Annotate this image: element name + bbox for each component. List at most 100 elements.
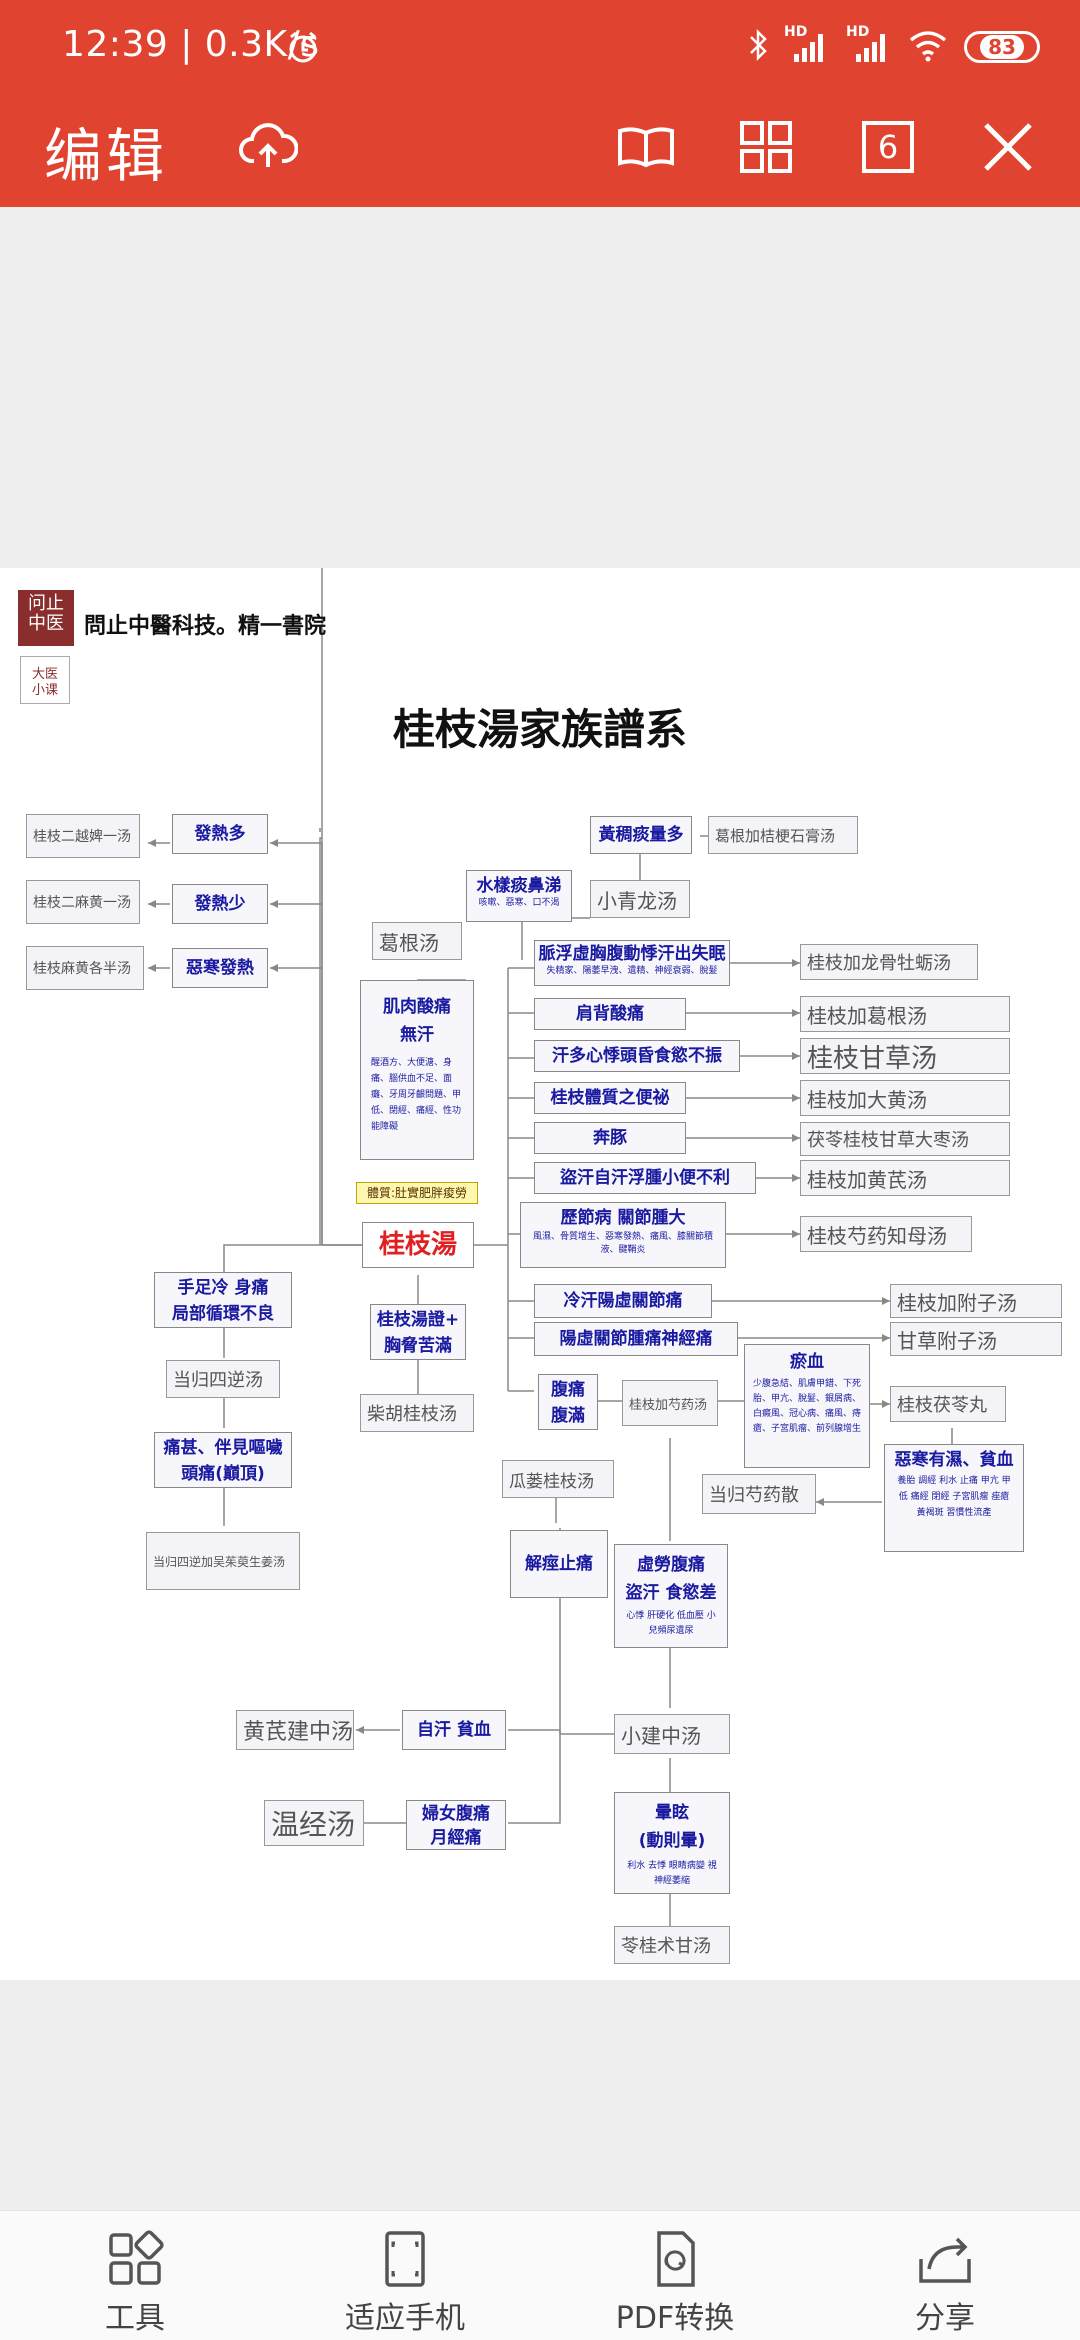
node-title: 冷汗陽虛關節痛	[563, 1291, 683, 1311]
document-page[interactable]: 问止中医 大医小课 問止中醫科技。精一書院 桂枝湯家族譜系 桂枝二越婢一汤 桂枝…	[0, 568, 1080, 1980]
formula-box: 温经汤	[264, 1800, 364, 1846]
page-counter-button[interactable]: 6	[856, 115, 920, 179]
wenzhi-logo: 问止中医	[18, 590, 74, 646]
node-title: 婦女腹痛 月經痛	[422, 1804, 490, 1848]
book-icon[interactable]	[614, 115, 678, 179]
formula-box: 桂枝二麻黄一汤	[26, 880, 140, 924]
node-detail: 失精家、陽萎早洩、遺精、神經衰弱、脫髮	[546, 966, 718, 976]
fit-phone-label: 适应手机	[345, 2301, 465, 2336]
formula-box: 甘草附子汤	[890, 1322, 1062, 1356]
formula-box: 桂枝甘草汤	[800, 1038, 1010, 1074]
pdf-convert-label: PDF转换	[615, 2301, 735, 2336]
bottom-action-bar: 工具 适应手机 PDF转换 分享	[0, 2210, 1080, 2340]
close-icon[interactable]	[976, 115, 1040, 179]
symptom-node: 發熱少	[172, 884, 268, 924]
node-title: 暈眩 (動則暈)	[638, 1803, 706, 1851]
formula-box: 黄芪建中汤	[236, 1710, 354, 1750]
formula-box: 小青龙汤	[590, 880, 690, 918]
fit-phone-button[interactable]: 适应手机	[270, 2211, 540, 2340]
node-title: 桂枝體質之便祕	[550, 1088, 670, 1108]
node-title: 痛甚、伴見嘔噦 頭痛(巔頂)	[163, 1438, 283, 1484]
symptom-node: 冷汗陽虛關節痛	[534, 1284, 712, 1318]
symptom-node: 自汗 貧血	[402, 1710, 506, 1750]
center-formula-guizhitang: 桂枝湯	[362, 1222, 474, 1268]
node-title: 發熱少	[194, 894, 246, 914]
battery-icon: 83	[964, 31, 1040, 63]
node-title: 肌肉酸痛 無汗	[383, 997, 451, 1045]
node-title: 肩背酸痛	[576, 1004, 644, 1024]
formula-box: 当归四逆加吴茱萸生姜汤	[146, 1532, 300, 1590]
pdf-convert-icon	[657, 2231, 695, 2287]
fit-screen-icon	[385, 2231, 425, 2287]
node-title: 惡寒有濕、貧血	[894, 1450, 1014, 1470]
symptom-node: 汗多心悸頭昏食慾不振	[534, 1040, 740, 1072]
alarm-icon	[286, 30, 320, 64]
formula-box: 葛根汤	[372, 922, 462, 960]
node-title: 脈浮虛胸腹動悸汗出失眠	[538, 944, 726, 964]
hd-label-2: HD	[846, 24, 870, 40]
formula-box: 当归四逆汤	[166, 1360, 280, 1398]
node-title: 虛勞腹痛 盜汗 食慾差	[625, 1555, 717, 1603]
symptom-node: 肩背酸痛	[534, 998, 686, 1030]
symptom-node: 發熱多	[172, 814, 268, 854]
tools-button[interactable]: 工具	[0, 2211, 270, 2340]
formula-box: 桂枝二越婢一汤	[26, 814, 140, 858]
formula-box: 苓桂术甘汤	[614, 1926, 730, 1964]
top-bar: 12:39 | 0.3K/s HD HD 83 编辑	[0, 0, 1080, 207]
symptom-node: 水樣痰鼻涕 咳嗽、惡寒、口不渴	[466, 870, 572, 922]
organization-name: 問止中醫科技。精一書院	[84, 613, 327, 639]
node-title: 瘀血	[790, 1352, 824, 1372]
formula-box: 桂枝加黄芪汤	[800, 1160, 1010, 1196]
symptom-node: 婦女腹痛 月經痛	[406, 1800, 506, 1850]
node-title: 陽虛關節腫痛神經痛	[559, 1329, 713, 1349]
share-icon	[919, 2237, 971, 2283]
node-title: 手足冷 身痛 局部循環不良	[172, 1278, 274, 1324]
dayi-logo: 大医小课	[20, 656, 70, 704]
symptom-node: 痛甚、伴見嘔噦 頭痛(巔頂)	[154, 1432, 292, 1488]
formula-box: 桂枝芍药知母汤	[800, 1216, 972, 1252]
node-detail: 少腹急結、肌膚甲錯、下死胎、甲亢、脫髮、銀屑病、白癜風、冠心病、痛風、痔瘡、子宮…	[753, 1379, 862, 1434]
bluetooth-icon	[748, 28, 768, 66]
symptom-node: 惡寒有濕、貧血 養胎 調經 利水 止痛 甲亢 甲低 痛經 閉經 子宮肌瘤 痤瘡 …	[884, 1444, 1024, 1552]
symptom-node: 暈眩 (動則暈) 利水 去悸 眼睛病變 視神經萎縮	[614, 1792, 730, 1894]
formula-box: 桂枝加龙骨牡蛎汤	[800, 944, 978, 980]
node-title: 歷節病 關節腫大	[560, 1208, 686, 1228]
share-button[interactable]: 分享	[810, 2211, 1080, 2340]
status-time: 12:39 | 0.3K/s	[62, 24, 320, 65]
symptom-node: 奔豚	[534, 1122, 686, 1154]
formula-box: 桂枝加大黄汤	[800, 1080, 1010, 1116]
formula-box: 当归芍药散	[702, 1474, 816, 1514]
share-label: 分享	[915, 2301, 975, 2336]
symptom-node: 黃稠痰量多	[590, 816, 692, 854]
cloud-upload-icon[interactable]	[236, 115, 300, 179]
formula-box: 桂枝加芍药汤	[622, 1380, 718, 1426]
symptom-node: 解痙止痛	[510, 1530, 608, 1598]
formula-box: 瓜蒌桂枝汤	[502, 1460, 614, 1498]
diagram-connectors	[148, 568, 953, 1926]
node-title: 腹痛 腹滿	[551, 1380, 585, 1426]
node-detail: 養胎 調經 利水 止痛 甲亢 甲低 痛經 閉經 子宮肌瘤 痤瘡 黃褐斑 習慣性流…	[897, 1476, 1011, 1518]
formula-box: 桂枝麻黄各半汤	[26, 946, 144, 990]
formula-box: 桂枝加附子汤	[890, 1284, 1062, 1318]
status-bar: 12:39 | 0.3K/s HD HD 83	[0, 0, 1080, 95]
hd-label-1: HD	[784, 24, 808, 40]
symptom-node: 手足冷 身痛 局部循環不良	[154, 1272, 292, 1328]
node-detail: 風濕、骨質增生、惡寒發熱、痛風、膝關節積液、腱鞘炎	[532, 1232, 713, 1255]
node-detail: 心悸 肝硬化 低血壓 小兒頻尿遺尿	[626, 1611, 716, 1636]
formula-box: 茯苓桂枝甘草大枣汤	[800, 1122, 1010, 1156]
pdf-convert-button[interactable]: PDF转换	[540, 2211, 810, 2340]
document-title: 桂枝湯家族譜系	[392, 705, 687, 754]
signal-icon-1: HD	[784, 24, 830, 64]
constitution-tag: 體質:肚實肥胖痠勞	[356, 1182, 478, 1204]
formula-box: 桂枝茯苓丸	[890, 1386, 1006, 1422]
symptom-node: 桂枝湯證+ 胸脅苦滿	[370, 1304, 466, 1360]
grid-view-icon[interactable]	[734, 115, 798, 179]
symptom-node: 桂枝體質之便祕	[534, 1082, 686, 1114]
symptom-node: 肌肉酸痛 無汗 醒酒方、大便溏、身痛、腦供血不足、面癱、牙周牙齦問題、甲低、閉經…	[360, 980, 474, 1160]
tools-icon	[109, 2230, 164, 2285]
symptom-node: 歷節病 關節腫大 風濕、骨質增生、惡寒發熱、痛風、膝關節積液、腱鞘炎	[520, 1202, 726, 1268]
formula-box: 小建中汤	[614, 1714, 730, 1754]
node-title: 解痙止痛	[525, 1554, 593, 1574]
toolbar-title: 编辑	[44, 122, 169, 190]
